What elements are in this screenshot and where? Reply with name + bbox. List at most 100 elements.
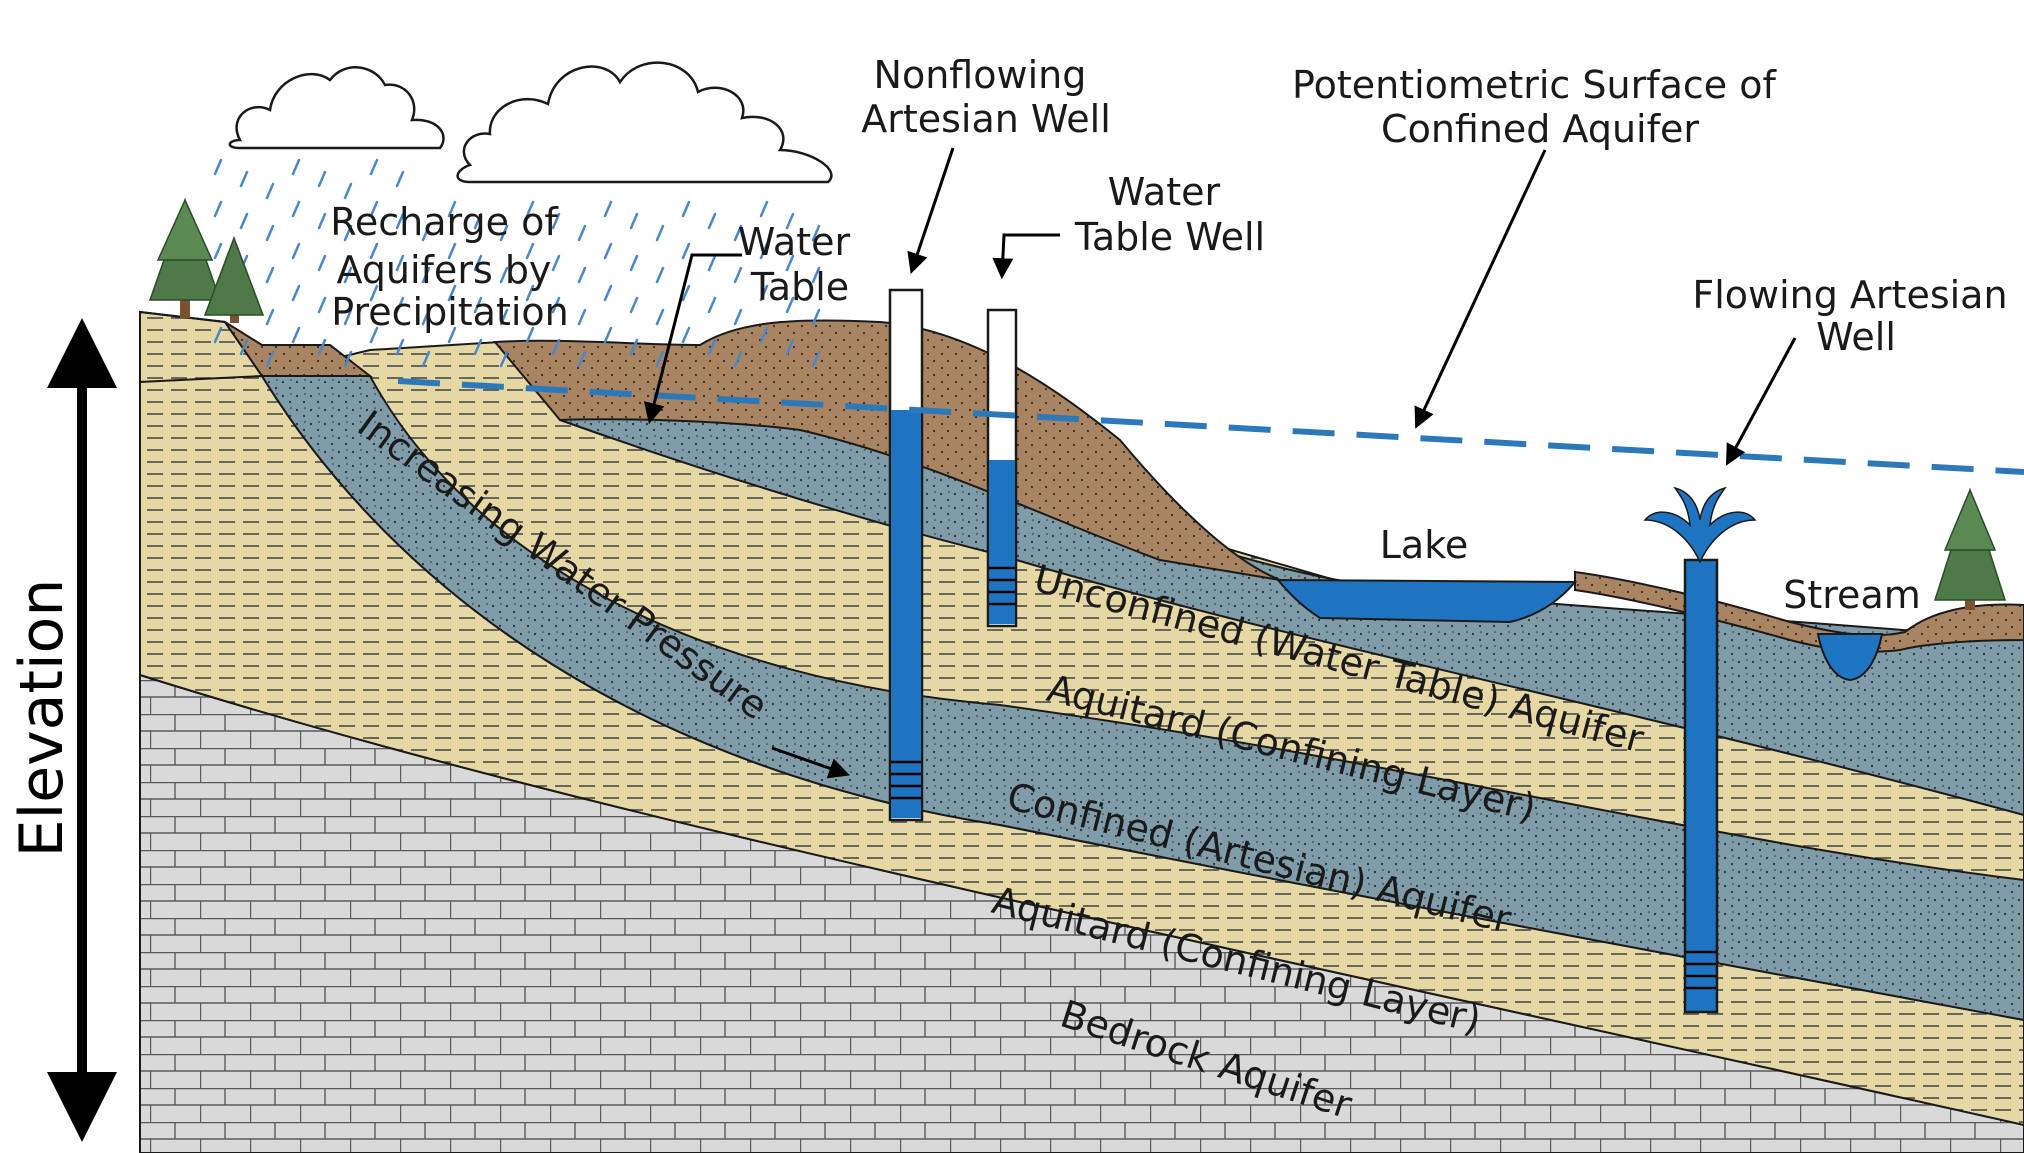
- raindrop: [265, 224, 275, 242]
- raindrop: [291, 242, 301, 260]
- elevation-label: Elevation: [7, 579, 77, 858]
- raindrop: [213, 326, 223, 344]
- raindrop: [681, 200, 691, 218]
- raindrop: [759, 242, 769, 260]
- flowing-well-label: Flowing Artesian Well: [1692, 273, 2019, 359]
- raindrop: [291, 200, 301, 218]
- rain: [213, 158, 821, 368]
- potentiometric-label: Potentiometric Surface of Confined Aquif…: [1292, 63, 1788, 151]
- raindrop: [213, 200, 223, 218]
- raindrop: [811, 224, 821, 242]
- water-table-well-label: Water Table Well: [1074, 170, 1265, 259]
- raindrop: [603, 284, 613, 302]
- raindrop: [577, 350, 587, 368]
- raindrop: [369, 242, 379, 260]
- arrow-flowing-well: [1726, 337, 1797, 466]
- raindrop: [577, 266, 587, 284]
- raindrop: [291, 284, 301, 302]
- raindrop: [681, 326, 691, 344]
- arrow-increasing-pressure: [771, 746, 850, 779]
- raindrop: [343, 350, 353, 368]
- raindrop: [655, 350, 665, 368]
- flowing-artesian-well: [1643, 486, 1757, 1014]
- potentiometric-surface-line: [397, 378, 2024, 475]
- raindrop: [733, 266, 743, 284]
- raindrop: [811, 266, 821, 284]
- raindrop: [603, 200, 613, 218]
- raindrop: [421, 308, 431, 326]
- raindrop: [265, 308, 275, 326]
- raindrop: [239, 170, 249, 188]
- raindrop: [603, 326, 613, 344]
- raindrop: [525, 326, 535, 344]
- raindrop: [395, 254, 405, 272]
- raindrop: [759, 326, 769, 344]
- raindrop: [499, 350, 509, 368]
- fountain: [1643, 486, 1757, 564]
- raindrop: [525, 284, 535, 302]
- left-soil-cap: [139, 311, 373, 377]
- raindrop: [655, 224, 665, 242]
- raindrop: [395, 338, 405, 356]
- water-table-label: Water Table: [738, 220, 862, 309]
- right-soil-strip: [1574, 570, 2024, 653]
- raindrop: [655, 266, 665, 284]
- nonflowing-artesian-well: [888, 288, 924, 822]
- raindrop: [447, 284, 457, 302]
- raindrop: [447, 200, 457, 218]
- raindrop: [629, 296, 639, 314]
- raindrop: [681, 242, 691, 260]
- raindrop: [395, 296, 405, 314]
- tree-left-2: [203, 235, 265, 323]
- raindrop: [291, 158, 301, 176]
- water-table-well: [986, 308, 1018, 628]
- raindrop: [603, 242, 613, 260]
- lake-label: Lake: [1380, 523, 1469, 567]
- raindrop: [759, 284, 769, 302]
- raindrop: [343, 308, 353, 326]
- raindrop: [473, 338, 483, 356]
- raindrop: [265, 266, 275, 284]
- raindrop: [239, 212, 249, 230]
- raindrop: [785, 212, 795, 230]
- raindrop: [629, 338, 639, 356]
- raindrop: [369, 158, 379, 176]
- raindrop: [785, 338, 795, 356]
- raindrop: [499, 224, 509, 242]
- raindrop: [447, 242, 457, 260]
- raindrop: [213, 158, 223, 176]
- lake: [1275, 578, 1578, 624]
- raindrop: [421, 224, 431, 242]
- raindrop: [291, 326, 301, 344]
- raindrop: [499, 308, 509, 326]
- raindrop: [265, 350, 275, 368]
- raindrop: [707, 212, 717, 230]
- raindrop: [577, 224, 587, 242]
- arrow-potentiometric: [1414, 149, 1547, 429]
- raindrop: [707, 254, 717, 272]
- raindrop: [473, 254, 483, 272]
- raindrop: [551, 212, 561, 230]
- raindrop: [499, 266, 509, 284]
- raindrop: [317, 296, 327, 314]
- raindrop: [447, 326, 457, 344]
- raindrop: [681, 284, 691, 302]
- raindrop: [551, 254, 561, 272]
- raindrop: [785, 296, 795, 314]
- raindrop: [421, 350, 431, 368]
- raindrop: [473, 296, 483, 314]
- stream-label: Stream: [1783, 573, 1921, 617]
- raindrop: [369, 326, 379, 344]
- raindrop: [733, 308, 743, 326]
- soil-hill: [492, 319, 1281, 581]
- raindrop: [525, 200, 535, 218]
- tree-right: [1933, 487, 2007, 610]
- tree-left-1: [148, 197, 222, 318]
- raindrop: [707, 338, 717, 356]
- raindrop: [213, 242, 223, 260]
- raindrop: [551, 338, 561, 356]
- arrow-water-table: [643, 253, 742, 425]
- raindrop: [369, 284, 379, 302]
- raindrop: [395, 212, 405, 230]
